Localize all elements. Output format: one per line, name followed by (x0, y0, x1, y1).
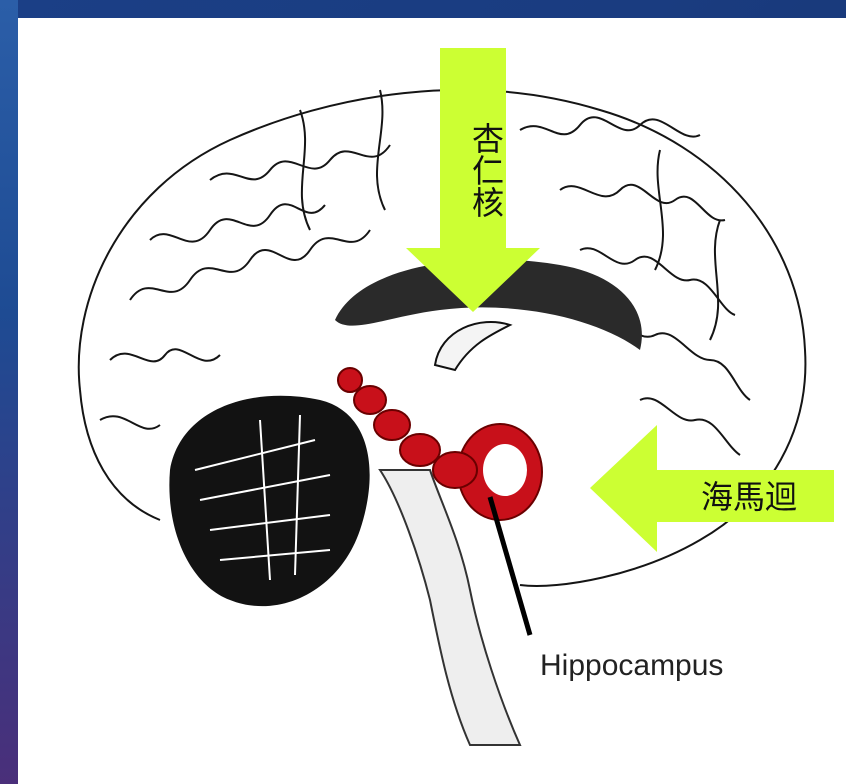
hippocampus-chinese-label: 海馬迴 (664, 472, 834, 522)
cerebellum-sketch (169, 396, 369, 606)
amygdala-label: 杏仁核 (440, 95, 506, 245)
hippocampus-caption: Hippocampus (540, 646, 800, 686)
